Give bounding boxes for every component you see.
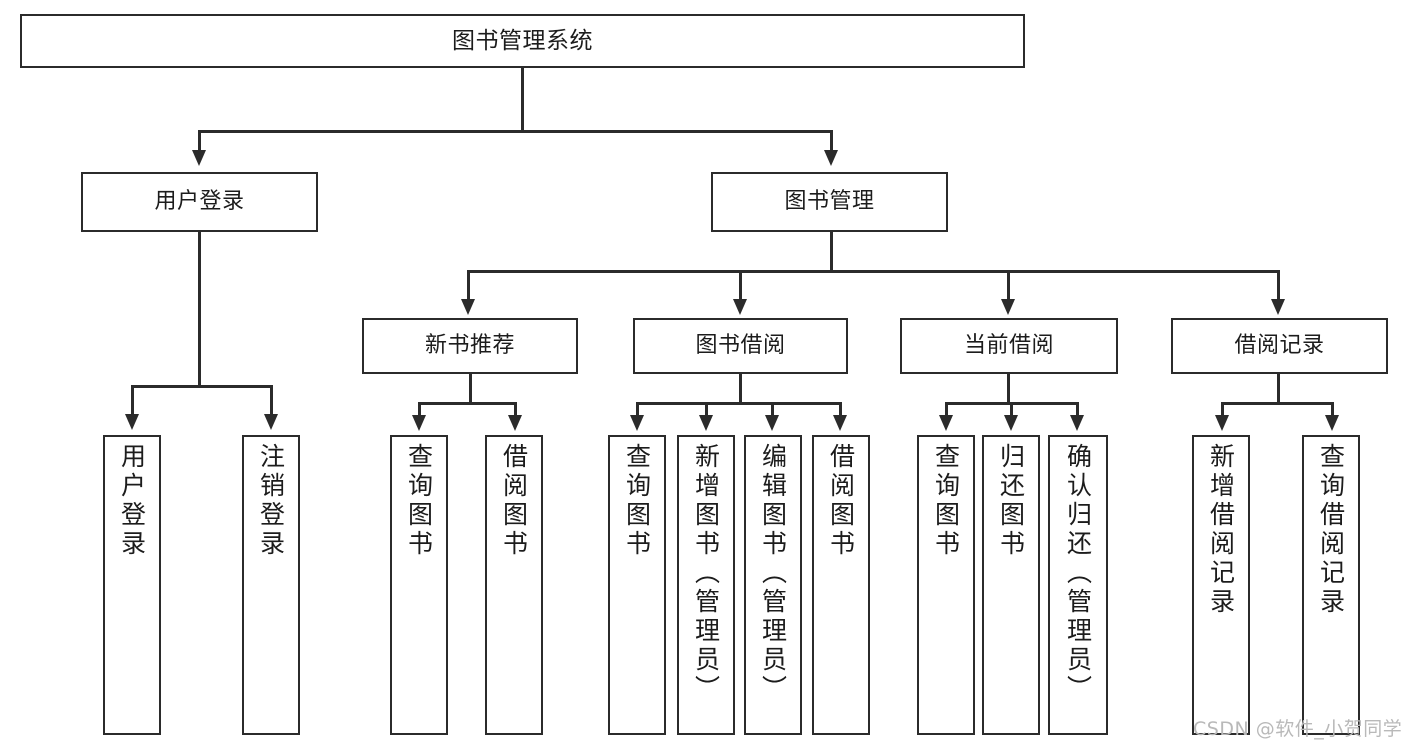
connector-current-borrow-stem <box>1007 374 1010 404</box>
arrow-head-icon <box>264 414 278 430</box>
connector-user-login-stem <box>198 232 201 387</box>
leaf-current-borrow-return-books[interactable]: 归还图书 <box>982 435 1040 735</box>
node-label: 查询图书 <box>404 443 434 559</box>
leaf-user-login-login[interactable]: 用户登录 <box>103 435 161 735</box>
connector-bm-to-current-borrow <box>1007 270 1010 302</box>
leaf-book-borrow-borrow-books[interactable]: 借阅图书 <box>812 435 870 735</box>
node-label: 查询图书 <box>931 443 961 559</box>
node-book-borrow[interactable]: 图书借阅 <box>633 318 848 374</box>
connector-bb-to-leaf-1 <box>636 402 639 418</box>
connector-root-stem <box>521 68 524 132</box>
node-user-login[interactable]: 用户登录 <box>81 172 318 232</box>
node-label: 借阅图书 <box>826 443 856 559</box>
arrow-head-icon <box>125 414 139 430</box>
connector-bb-to-leaf-2 <box>705 402 708 418</box>
leaf-user-login-logout[interactable]: 注销登录 <box>242 435 300 735</box>
connector-borrow-record-stem <box>1277 374 1280 404</box>
leaf-current-borrow-confirm-return-admin[interactable]: 确认归还（管理员） <box>1048 435 1108 735</box>
node-label: 查询借阅记录 <box>1316 443 1346 617</box>
connector-bm-to-book-borrow <box>739 270 742 302</box>
connector-cb-to-leaf-2 <box>1010 402 1013 418</box>
arrow-head-icon <box>699 415 713 431</box>
connector-user-login-to-leaf-2 <box>270 385 273 417</box>
node-label: 查询图书 <box>622 443 652 559</box>
connector-book-borrow-bus <box>636 402 841 405</box>
arrow-head-icon <box>461 299 475 315</box>
arrow-head-icon <box>630 415 644 431</box>
node-label: 图书管理 <box>784 189 875 215</box>
arrow-head-icon <box>1215 415 1229 431</box>
connector-book-management-bus <box>467 270 1279 273</box>
connector-borrow-record-bus <box>1221 402 1333 405</box>
arrow-head-icon <box>1070 415 1084 431</box>
arrow-head-icon <box>833 415 847 431</box>
node-label: 用户登录 <box>154 189 245 215</box>
connector-new-book-to-leaf-2 <box>514 402 517 418</box>
arrow-head-icon <box>412 415 426 431</box>
connector-cb-to-leaf-3 <box>1076 402 1079 418</box>
connector-root-to-user-login <box>198 130 201 152</box>
connector-book-management-stem <box>830 232 833 272</box>
leaf-borrow-record-query-record[interactable]: 查询借阅记录 <box>1302 435 1360 735</box>
node-borrow-record[interactable]: 借阅记录 <box>1171 318 1388 374</box>
arrow-head-icon <box>508 415 522 431</box>
leaf-book-borrow-edit-book-admin[interactable]: 编辑图书（管理员） <box>744 435 802 735</box>
node-label: 新增借阅记录 <box>1206 443 1236 617</box>
connector-bm-to-borrow-record <box>1277 270 1280 302</box>
connector-user-login-bus <box>131 385 272 388</box>
node-book-management[interactable]: 图书管理 <box>711 172 948 232</box>
leaf-new-book-borrow-books[interactable]: 借阅图书 <box>485 435 543 735</box>
arrow-head-icon <box>1001 299 1015 315</box>
node-label: 图书管理系统 <box>452 27 593 54</box>
connector-user-login-to-leaf-1 <box>131 385 134 417</box>
node-label: 借阅记录 <box>1234 333 1325 359</box>
node-label: 新增图书（管理员） <box>691 443 721 704</box>
arrow-head-icon <box>939 415 953 431</box>
connector-root-bus <box>198 130 832 133</box>
arrow-head-icon <box>192 150 206 166</box>
connector-new-book-to-leaf-1 <box>418 402 421 418</box>
watermark-csdn: CSDN @软件_小贺同学 <box>1193 718 1403 740</box>
node-root-book-management-system[interactable]: 图书管理系统 <box>20 14 1025 68</box>
node-label: 新书推荐 <box>424 333 515 359</box>
node-label: 编辑图书（管理员） <box>758 443 788 704</box>
connector-bm-to-new-book <box>467 270 470 302</box>
node-current-borrow[interactable]: 当前借阅 <box>900 318 1118 374</box>
node-label: 注销登录 <box>256 443 286 559</box>
arrow-head-icon <box>733 299 747 315</box>
leaf-new-book-query-books[interactable]: 查询图书 <box>390 435 448 735</box>
node-label: 用户登录 <box>117 443 147 559</box>
leaf-current-borrow-query-books[interactable]: 查询图书 <box>917 435 975 735</box>
connector-book-borrow-stem <box>739 374 742 404</box>
connector-bb-to-leaf-4 <box>839 402 842 418</box>
arrow-head-icon <box>1325 415 1339 431</box>
connector-bb-to-leaf-3 <box>771 402 774 418</box>
node-new-book-recommend[interactable]: 新书推荐 <box>362 318 578 374</box>
connector-new-book-stem <box>469 374 472 404</box>
leaf-borrow-record-add-record[interactable]: 新增借阅记录 <box>1192 435 1250 735</box>
arrow-head-icon <box>1004 415 1018 431</box>
node-label: 归还图书 <box>996 443 1026 559</box>
node-label: 借阅图书 <box>499 443 529 559</box>
leaf-book-borrow-query-books[interactable]: 查询图书 <box>608 435 666 735</box>
arrow-head-icon <box>1271 299 1285 315</box>
connector-br-to-leaf-2 <box>1331 402 1334 418</box>
leaf-book-borrow-add-book-admin[interactable]: 新增图书（管理员） <box>677 435 735 735</box>
connector-new-book-bus <box>418 402 516 405</box>
connector-cb-to-leaf-1 <box>945 402 948 418</box>
node-label: 确认归还（管理员） <box>1063 443 1093 704</box>
node-label: 图书借阅 <box>695 333 786 359</box>
arrow-head-icon <box>765 415 779 431</box>
connector-br-to-leaf-1 <box>1221 402 1224 418</box>
node-label: 当前借阅 <box>963 333 1054 359</box>
arrow-head-icon <box>824 150 838 166</box>
connector-root-to-book-management <box>830 130 833 152</box>
